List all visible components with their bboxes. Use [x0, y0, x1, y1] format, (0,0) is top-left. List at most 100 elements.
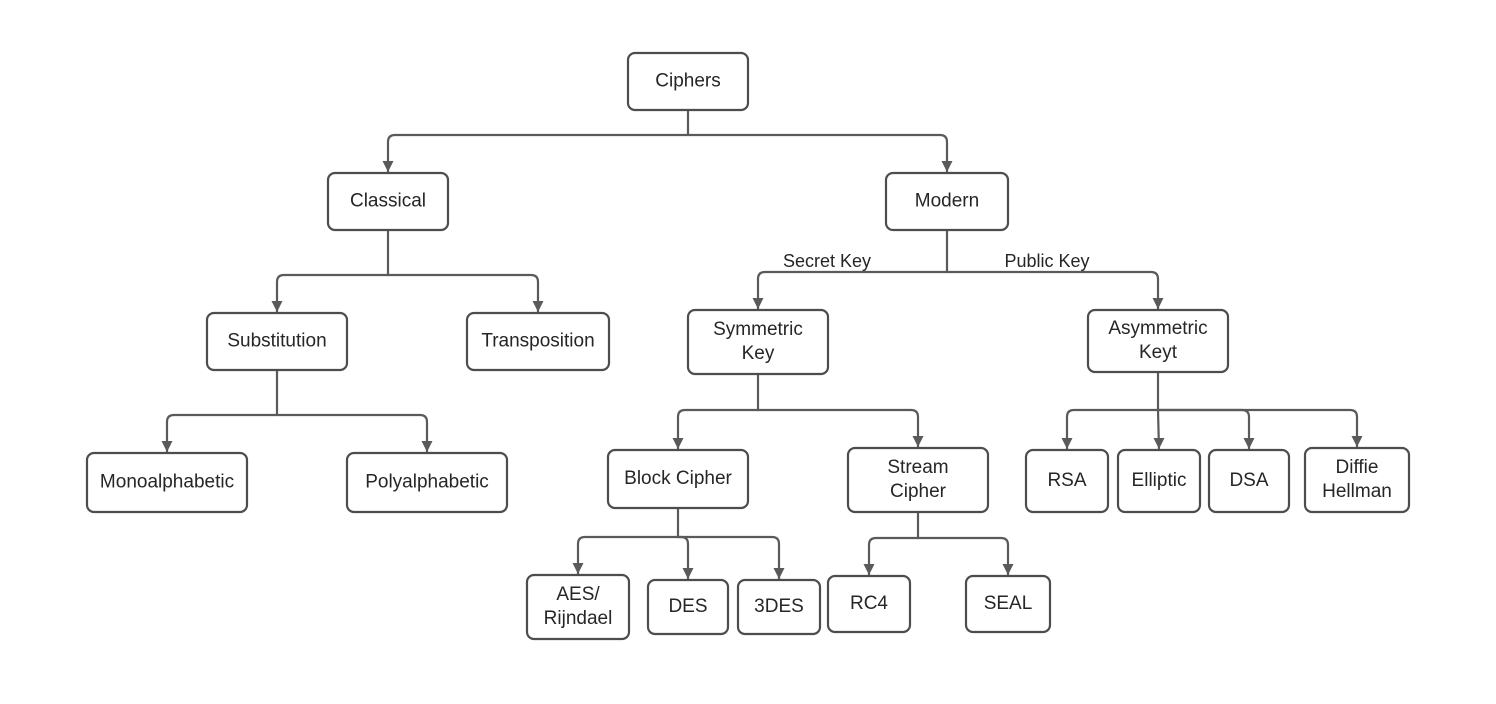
- node-block_cipher[interactable]: Block Cipher: [606, 448, 750, 510]
- edges-layer: [161, 108, 1363, 582]
- edge-connector: [945, 270, 1160, 312]
- node-label: AES/: [556, 584, 600, 605]
- edge-arrowhead: [382, 161, 394, 172]
- node-classical[interactable]: Classical: [326, 171, 450, 232]
- node-box: [525, 573, 631, 641]
- node-elliptic[interactable]: Elliptic: [1116, 448, 1202, 514]
- node-transposition[interactable]: Transposition: [465, 311, 611, 372]
- edge-connector: [275, 413, 429, 455]
- edge-arrowhead: [941, 161, 953, 172]
- node-label: Hellman: [1322, 481, 1392, 502]
- edge-label: Secret Key: [783, 251, 871, 271]
- edge-arrowhead: [752, 298, 764, 309]
- node-label: Rijndael: [544, 608, 613, 629]
- node-box: [1116, 448, 1202, 514]
- edge-arrowhead: [672, 438, 684, 449]
- edge-arrowhead: [682, 568, 694, 579]
- node-box: [686, 308, 830, 376]
- edge-connector: [165, 413, 279, 455]
- node-label: 3DES: [754, 596, 804, 617]
- edge-arrowhead: [912, 436, 924, 447]
- node-label: DES: [668, 596, 707, 617]
- node-box: [846, 446, 990, 514]
- node-label: Key: [742, 343, 775, 364]
- node-box: [465, 311, 611, 372]
- node-aes_rijndael[interactable]: AES/Rijndael: [525, 573, 631, 641]
- node-modern[interactable]: Modern: [884, 171, 1010, 232]
- edge-connector: [756, 408, 920, 450]
- edge-labels-layer: Secret Key Public Key: [783, 251, 1090, 271]
- node-box: [1024, 448, 1110, 514]
- node-label: Block Cipher: [624, 468, 732, 489]
- edge-connector: [867, 536, 920, 578]
- node-des[interactable]: DES: [646, 578, 730, 636]
- node-box: [326, 171, 450, 232]
- edge-connector: [676, 535, 781, 582]
- node-label: DSA: [1229, 470, 1268, 491]
- edge-connector: [275, 273, 390, 315]
- edge-arrowhead: [1351, 436, 1363, 447]
- node-label: Modern: [915, 191, 979, 212]
- edge-arrowhead: [773, 568, 785, 579]
- edge-connector: [386, 133, 690, 175]
- edge-arrowhead: [271, 301, 283, 312]
- edge-connector: [1156, 408, 1359, 450]
- node-box: [345, 451, 509, 514]
- edge-arrowhead: [532, 301, 544, 312]
- node-monoalphabetic[interactable]: Monoalphabetic: [85, 451, 249, 514]
- node-polyalphabetic[interactable]: Polyalphabetic: [345, 451, 509, 514]
- node-label: Monoalphabetic: [100, 472, 234, 493]
- edge-arrowhead: [1061, 438, 1073, 449]
- node-seal[interactable]: SEAL: [964, 574, 1052, 634]
- edge-connector: [1065, 408, 1160, 452]
- node-box: [85, 451, 249, 514]
- node-box: [646, 578, 730, 636]
- node-box: [606, 448, 750, 510]
- node-label: Substitution: [227, 331, 326, 352]
- node-label: Symmetric: [713, 319, 803, 340]
- node-box: [1303, 446, 1411, 514]
- edge-label: Public Key: [1004, 251, 1089, 271]
- edge-connector: [1156, 408, 1251, 452]
- node-label: Transposition: [481, 331, 594, 352]
- node-ciphers[interactable]: Ciphers: [626, 51, 750, 112]
- node-box: [964, 574, 1052, 634]
- node-box: [626, 51, 750, 112]
- edge-arrowhead: [161, 441, 173, 452]
- node-label: RSA: [1047, 470, 1086, 491]
- node-label: Polyalphabetic: [365, 472, 489, 493]
- node-box: [826, 574, 912, 634]
- node-rsa[interactable]: RSA: [1024, 448, 1110, 514]
- edge-connector: [386, 273, 540, 315]
- edge-arrowhead: [863, 564, 875, 575]
- node-rc4[interactable]: RC4: [826, 574, 912, 634]
- node-label: RC4: [850, 593, 888, 614]
- node-box: [736, 578, 822, 636]
- edge-arrowhead: [1002, 564, 1014, 575]
- edge-connector: [686, 133, 949, 175]
- node-label: Stream: [887, 457, 948, 478]
- node-box: [205, 311, 349, 372]
- node-substitution[interactable]: Substitution: [205, 311, 349, 372]
- edge-arrowhead: [1243, 438, 1255, 449]
- node-box: [1086, 308, 1230, 374]
- edge-arrowhead: [572, 563, 584, 574]
- edge-connector: [916, 536, 1010, 578]
- node-label: SEAL: [984, 593, 1033, 614]
- node-label: Cipher: [890, 481, 947, 502]
- node-box: [884, 171, 1010, 232]
- edge-arrowhead: [1153, 438, 1165, 449]
- edge-connector: [756, 270, 949, 312]
- node-3des[interactable]: 3DES: [736, 578, 822, 636]
- node-label: Elliptic: [1132, 470, 1187, 491]
- node-dsa[interactable]: DSA: [1207, 448, 1291, 514]
- node-label: Classical: [350, 191, 426, 212]
- node-label: Asymmetric: [1108, 318, 1207, 339]
